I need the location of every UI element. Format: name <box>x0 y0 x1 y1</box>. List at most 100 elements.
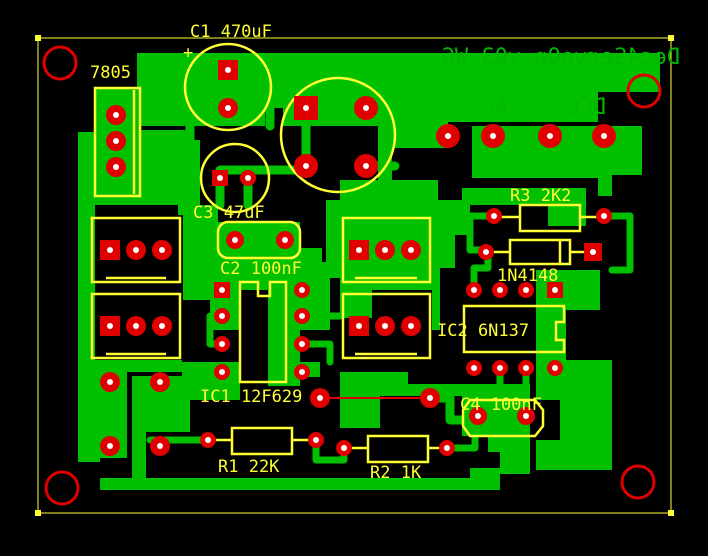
drill-hole <box>133 323 139 329</box>
corner-marker <box>35 510 41 516</box>
drill-hole <box>497 287 503 293</box>
drill-hole <box>382 247 388 253</box>
trace <box>298 340 334 366</box>
drill-hole <box>408 323 414 329</box>
copper-pour-ground-bottom <box>100 468 500 490</box>
copper-pour-left-lower <box>78 290 182 462</box>
drill-hole <box>341 445 347 451</box>
mounting-hole-top-right <box>626 73 662 109</box>
board-title: Dec4ServoOp v03 WG <box>442 45 680 70</box>
drill-hole <box>219 341 225 347</box>
socket-left-upper <box>90 216 182 284</box>
drill-hole <box>490 133 496 139</box>
drill-hole <box>299 313 305 319</box>
drill-hole <box>245 175 251 181</box>
socket-left-lower <box>90 292 182 360</box>
corner-marker <box>668 35 674 41</box>
label-ic2: IC2 6N137 <box>437 321 529 341</box>
trace <box>600 212 634 274</box>
copper-pour-top <box>137 53 660 180</box>
silkscreen-layer <box>90 42 604 464</box>
drill-hole <box>523 413 529 419</box>
drill-hole <box>219 369 225 375</box>
drill-hole <box>299 287 305 293</box>
drill-hole <box>299 369 305 375</box>
trace <box>223 103 275 131</box>
board-title-group: Dec4ServoOp v03 WG <box>442 45 680 70</box>
mounting-hole-bottom-right <box>620 464 656 500</box>
trace <box>466 212 498 254</box>
socket-right-upper <box>341 216 432 284</box>
drill-hole <box>107 247 113 253</box>
drill-hole <box>113 138 119 144</box>
drill-hole <box>217 175 223 181</box>
drill-hole <box>159 247 165 253</box>
drill-hole <box>113 112 119 118</box>
r1-body <box>230 426 294 456</box>
drill-hole <box>491 213 497 219</box>
mounting-hole-bottom-left <box>44 470 80 506</box>
drill-hole <box>523 365 529 371</box>
label-ac: AC <box>482 95 509 120</box>
drill-hole <box>356 323 362 329</box>
drill-hole <box>382 323 388 329</box>
drill-hole <box>219 313 225 319</box>
drill-hole <box>601 213 607 219</box>
drill-hole <box>497 365 503 371</box>
drill-hole <box>313 437 319 443</box>
c4-outline <box>461 398 545 438</box>
drill-hole <box>523 287 529 293</box>
drill-hole <box>408 247 414 253</box>
label-regulator: 7805 <box>90 63 131 83</box>
drill-hole <box>552 365 558 371</box>
drill-hole <box>225 67 231 73</box>
drill-hole <box>107 379 113 385</box>
drill-hole <box>232 237 238 243</box>
mounting-hole-top-left <box>42 45 78 81</box>
drill-hole <box>107 323 113 329</box>
trace <box>443 416 479 452</box>
drill-hole <box>159 323 165 329</box>
drill-hole <box>113 164 119 170</box>
drill-hole <box>444 445 450 451</box>
board-outline <box>37 37 672 514</box>
drill-hole <box>445 133 451 139</box>
drill-hole <box>471 287 477 293</box>
label-c1-polarity: + <box>183 43 193 63</box>
copper-pour-far-right <box>536 270 612 470</box>
corner-marker <box>668 510 674 516</box>
c2-outline <box>216 220 302 260</box>
label-diode: 1N4148 <box>497 266 558 286</box>
drill-hole <box>225 105 231 111</box>
drill-hole <box>303 105 309 111</box>
drill-hole <box>552 287 558 293</box>
label-c2: C2 100nF <box>220 259 302 279</box>
drill-hole <box>205 437 211 443</box>
drill-hole <box>590 249 596 255</box>
drill-hole <box>219 287 225 293</box>
r2-body <box>366 434 430 464</box>
pads-layer <box>100 60 616 456</box>
c1-outline <box>183 42 273 132</box>
drill-hole <box>547 133 553 139</box>
drill-hole <box>299 341 305 347</box>
big-capacitor-outline <box>279 76 397 194</box>
regulator-outline <box>93 86 142 198</box>
label-r2: R2 1K <box>370 463 422 483</box>
trace <box>470 248 492 294</box>
drill-hole <box>157 379 163 385</box>
drill-hole <box>317 395 323 401</box>
drill-hole <box>107 443 113 449</box>
label-ac-group: AC <box>482 95 509 120</box>
c3-outline <box>199 142 271 214</box>
socket-right-lower <box>341 292 432 360</box>
label-r1: R1 22K <box>218 457 280 477</box>
drill-hole <box>363 163 369 169</box>
drill-hole <box>282 237 288 243</box>
label-ic1: IC1 12F629 <box>200 387 302 407</box>
drill-hole <box>356 247 362 253</box>
label-c1: C1 470uF <box>190 22 272 42</box>
label-dcc: DCC <box>566 95 606 120</box>
ic1-outline <box>238 280 288 384</box>
